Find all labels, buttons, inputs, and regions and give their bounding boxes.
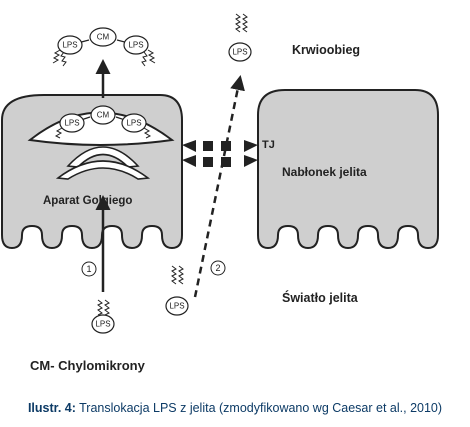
pathway-1-number: 1 (86, 264, 91, 274)
lps-particle (228, 42, 252, 62)
golgi-stack-upper (66, 146, 140, 168)
cm-label: CM (97, 111, 110, 120)
lps-particle (165, 296, 189, 316)
lps-lumen-pathway-1: LPS (91, 299, 115, 334)
lps-cm-complex-vesicle: LPS CM LPS (54, 105, 152, 139)
lps-lumen-pathway-2: LPS (165, 265, 189, 316)
lps-translocation-diagram: LPS CM LPS LPS CM LPS LPS LPS LPS (0, 13, 439, 373)
chylomicron-legend: CM- Chylomikrony (30, 358, 146, 373)
lps-label: LPS (126, 119, 141, 128)
lumen-label: Światło jelita (282, 290, 359, 305)
lps-label: LPS (64, 119, 79, 128)
golgi-label: Aparat Golgiego (43, 195, 132, 207)
lps-particle (57, 35, 83, 55)
pathway-2-arrow (193, 75, 245, 298)
lps-particle (59, 113, 85, 133)
pathway-2-marker (210, 260, 226, 276)
pathway-2-number: 2 (215, 263, 220, 273)
lps-label: LPS (169, 302, 184, 311)
tight-junction-label: TJ (262, 139, 275, 151)
circulation-label: Krwioobieg (292, 43, 360, 57)
lps-label: LPS (62, 41, 77, 50)
lps-circulation: LPS (228, 13, 252, 62)
tight-junction (182, 140, 258, 167)
right-enterocyte (257, 89, 439, 250)
pathway-1-marker (81, 261, 97, 277)
lps-particle (91, 314, 115, 334)
lps-particle (123, 35, 149, 55)
figure-caption: Ilustr. 4: Translokacja LPS z jelita (zm… (0, 401, 470, 421)
cm-particle (90, 105, 116, 125)
lps-label: LPS (95, 320, 110, 329)
caption-text: Translokacja LPS z jelita (zmodyfikowano… (75, 401, 443, 415)
epithelium-label: Nabłonek jelita (282, 165, 367, 179)
lps-particle (121, 113, 147, 133)
cm-label: CM (97, 33, 110, 42)
lps-label: LPS (232, 48, 247, 57)
lps-cm-complex-top: LPS CM LPS (52, 27, 156, 67)
caption-prefix: Ilustr. 4: (27, 401, 76, 415)
golgi-stack-lower (55, 160, 151, 180)
cm-particle (89, 27, 117, 47)
lps-label: LPS (128, 41, 143, 50)
